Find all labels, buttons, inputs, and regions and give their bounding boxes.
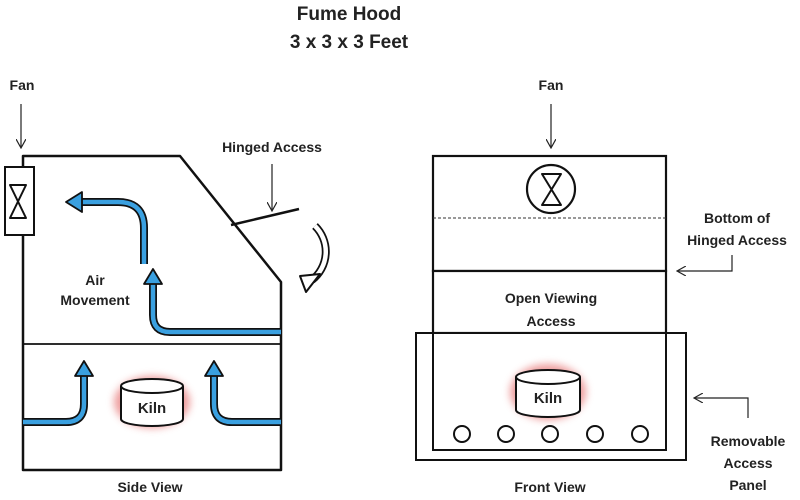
side-kiln: Kiln — [114, 376, 190, 428]
removable-panel-inner — [432, 333, 667, 451]
air-movement-label-line-2: Movement — [60, 292, 130, 308]
front-open-viewing-box — [431, 269, 668, 335]
burner-circle — [541, 425, 559, 443]
side-fan-label: Fan — [10, 77, 35, 93]
title-line-2: 3 x 3 x 3 Feet — [290, 32, 409, 53]
removable-label-line-3: Panel — [729, 477, 766, 493]
bottom-hinged-label-line-1: Bottom of — [704, 210, 770, 226]
side-kiln-label: Kiln — [138, 400, 166, 417]
air-flow-bottom-right-arrow — [204, 360, 281, 426]
air-flow-top-arrow — [65, 191, 148, 264]
front-kiln: Kiln — [510, 364, 586, 420]
burner-circle — [453, 425, 471, 443]
open-viewing-label-line-1: Open Viewing — [505, 290, 597, 306]
hinged-flap — [230, 207, 300, 227]
burner-circle — [497, 425, 515, 443]
side-fan-box — [4, 166, 35, 236]
burner-circle — [586, 425, 604, 443]
burner-circle — [631, 425, 649, 443]
air-flow-middle-arrow — [143, 268, 281, 336]
side-view-caption: Side View — [117, 479, 182, 495]
bottom-hinged-arrow — [678, 255, 733, 271]
side-fan-icon — [9, 184, 27, 219]
front-view: Fan Open Viewing Access Kiln Bottom of — [415, 77, 787, 495]
front-fan-icon — [541, 173, 562, 206]
air-movement-label-line-1: Air — [85, 272, 105, 288]
removable-label-line-2: Access — [723, 455, 772, 471]
side-view: Fan Hinged Access — [4, 77, 330, 495]
air-flow-bottom-left-arrow — [23, 360, 94, 426]
front-fan-label: Fan — [539, 77, 564, 93]
hinged-access-label: Hinged Access — [222, 139, 322, 155]
removable-panel-arrow — [695, 398, 749, 418]
open-viewing-label-line-2: Access — [526, 313, 575, 329]
hinge-swing-arrow — [299, 223, 330, 293]
removable-label-line-1: Removable — [711, 433, 786, 449]
front-kiln-label: Kiln — [534, 390, 562, 407]
front-view-caption: Front View — [514, 479, 585, 495]
bottom-hinged-label-line-2: Hinged Access — [687, 232, 787, 248]
title-line-1: Fume Hood — [297, 4, 402, 25]
